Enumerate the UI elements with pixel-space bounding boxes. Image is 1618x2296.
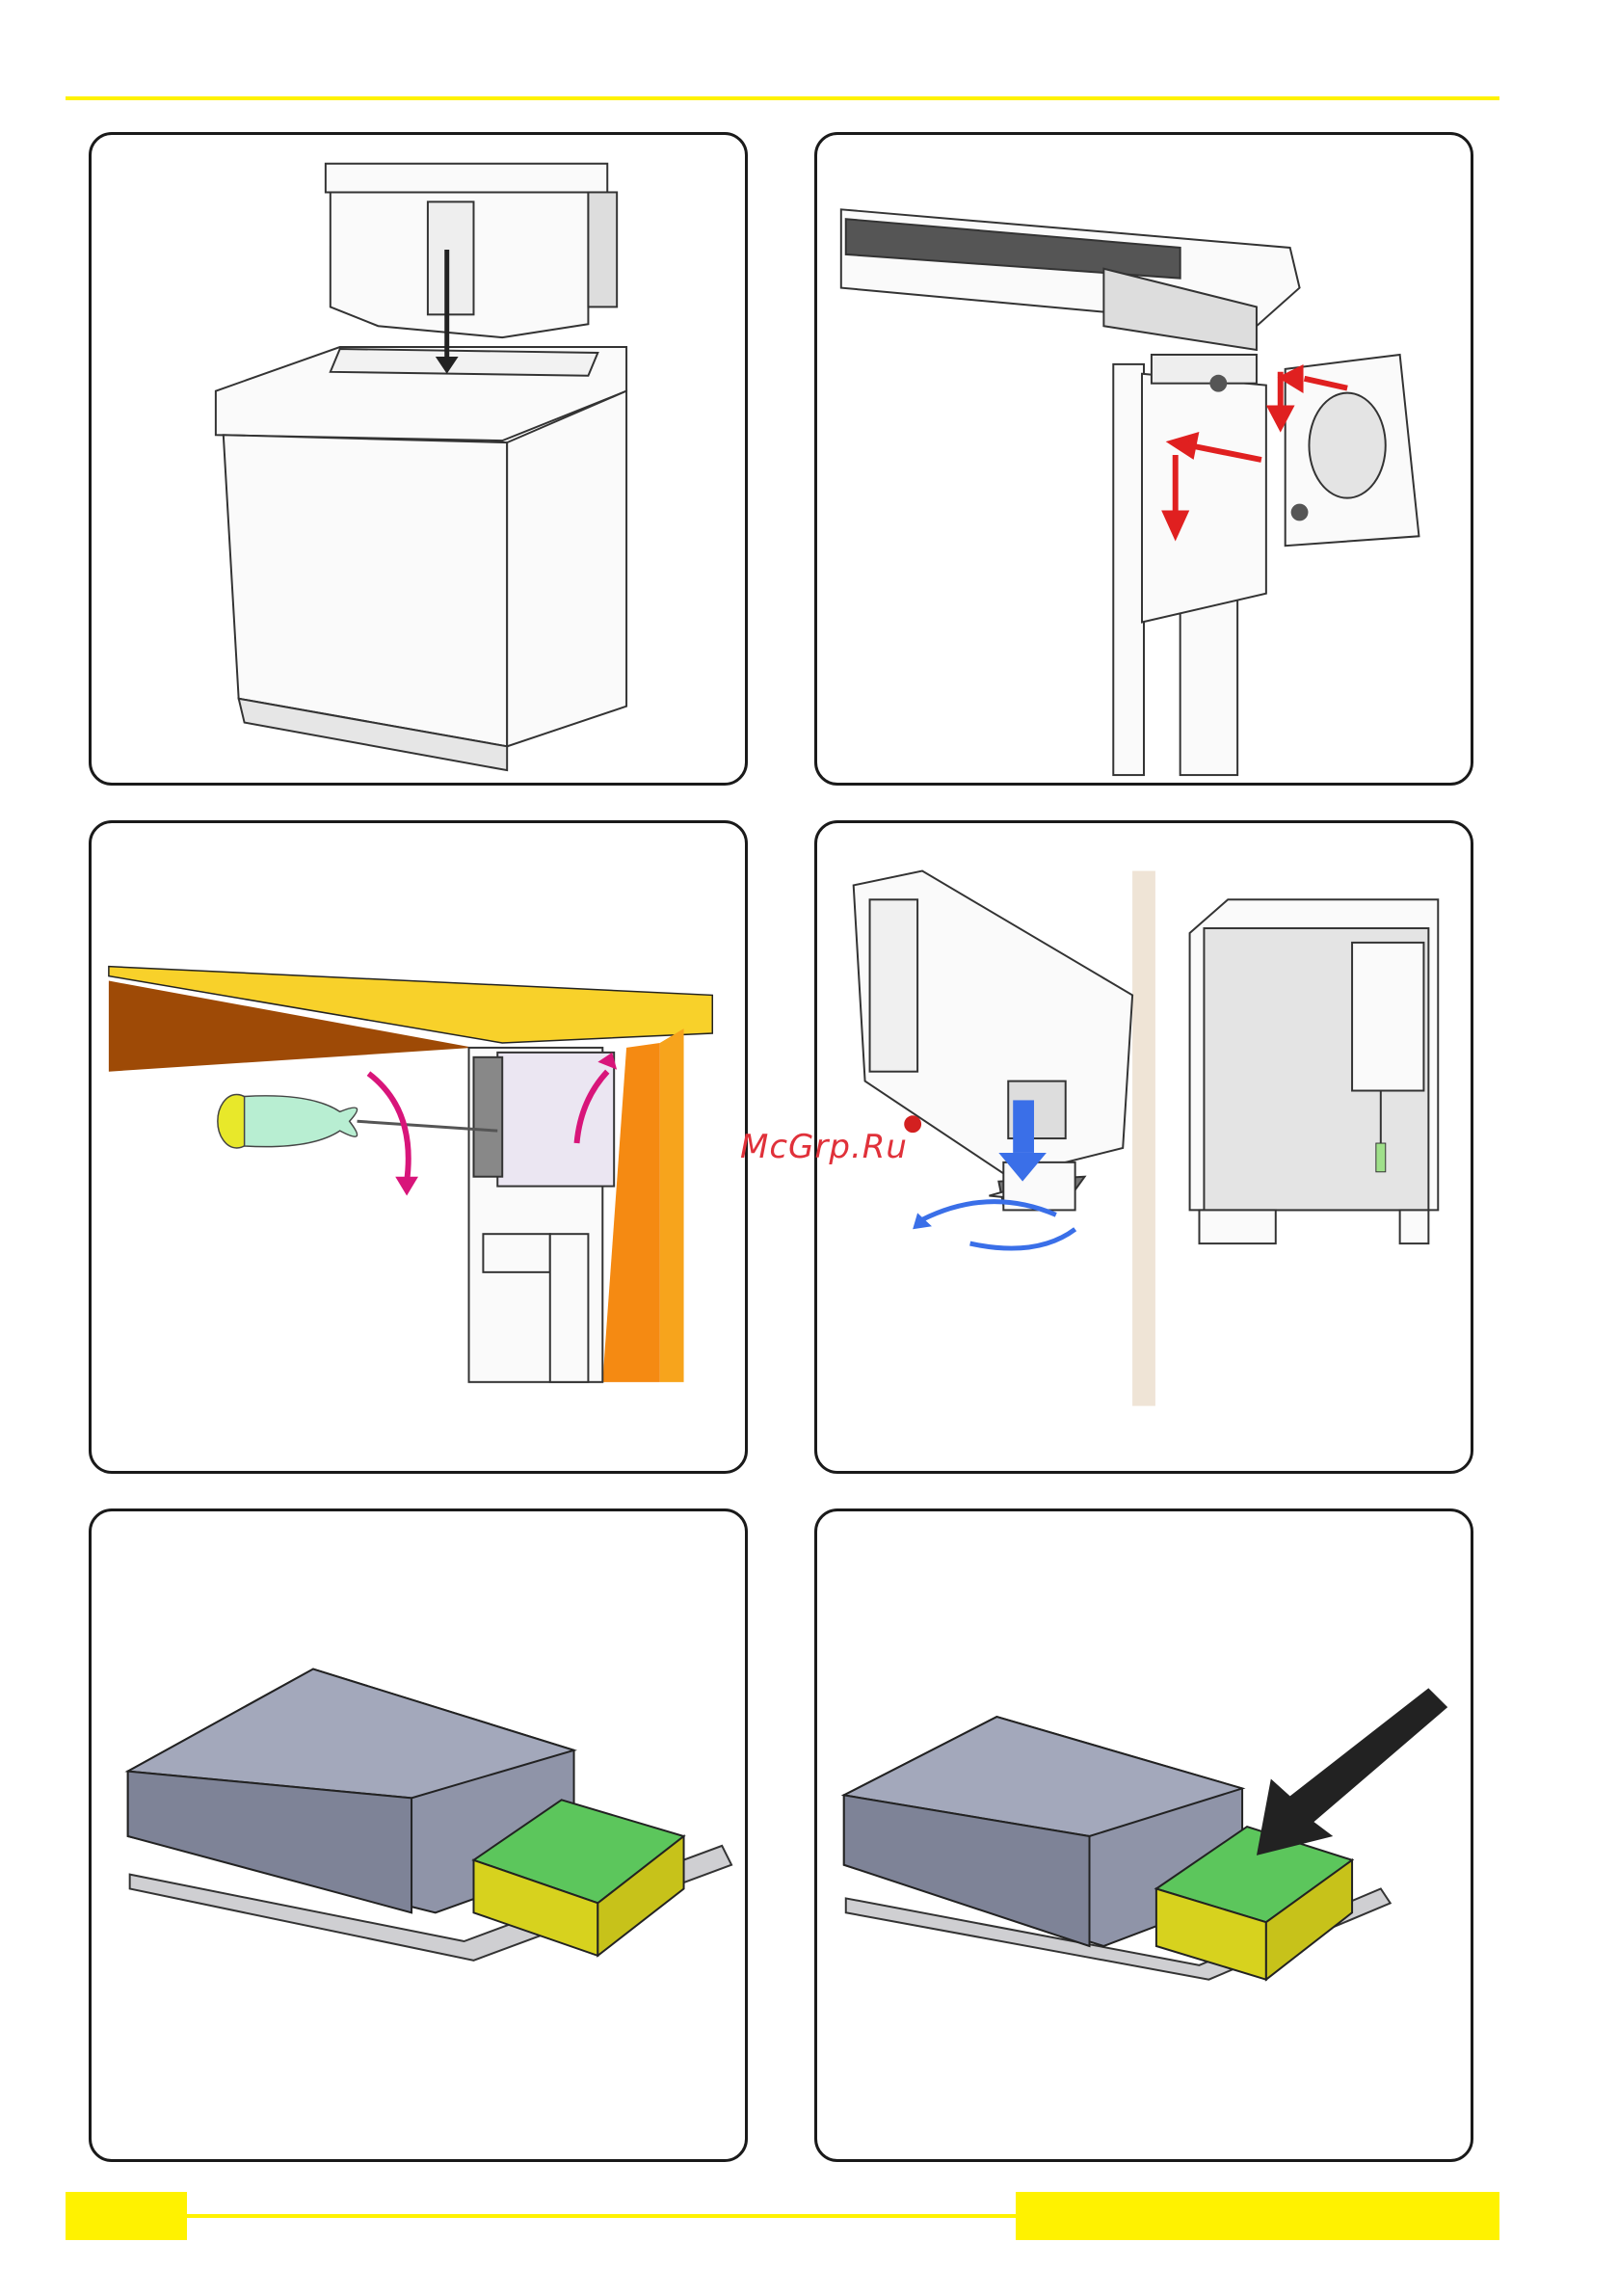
footer-yellow-rule xyxy=(187,2214,1016,2218)
step-panel-3 xyxy=(89,820,748,1474)
motor-box-illustration xyxy=(92,1511,745,2159)
hood-into-cabinet-illustration xyxy=(92,135,745,783)
watermark-text: McGrp.Ru xyxy=(718,1128,930,1166)
header-yellow-rule xyxy=(66,96,1499,100)
step-panel-6 xyxy=(814,1508,1473,2162)
step-panel-5 xyxy=(89,1508,748,2162)
footer-left-yellow-block xyxy=(66,2192,187,2240)
step-panel-2 xyxy=(814,132,1473,786)
bracket-attachment-illustration xyxy=(817,135,1471,783)
footer-right-yellow-block xyxy=(1016,2192,1499,2240)
screwdriver-bracket-illustration xyxy=(92,823,745,1471)
step-panel-1 xyxy=(89,132,748,786)
junction-box-highlight-illustration xyxy=(817,1511,1471,2159)
